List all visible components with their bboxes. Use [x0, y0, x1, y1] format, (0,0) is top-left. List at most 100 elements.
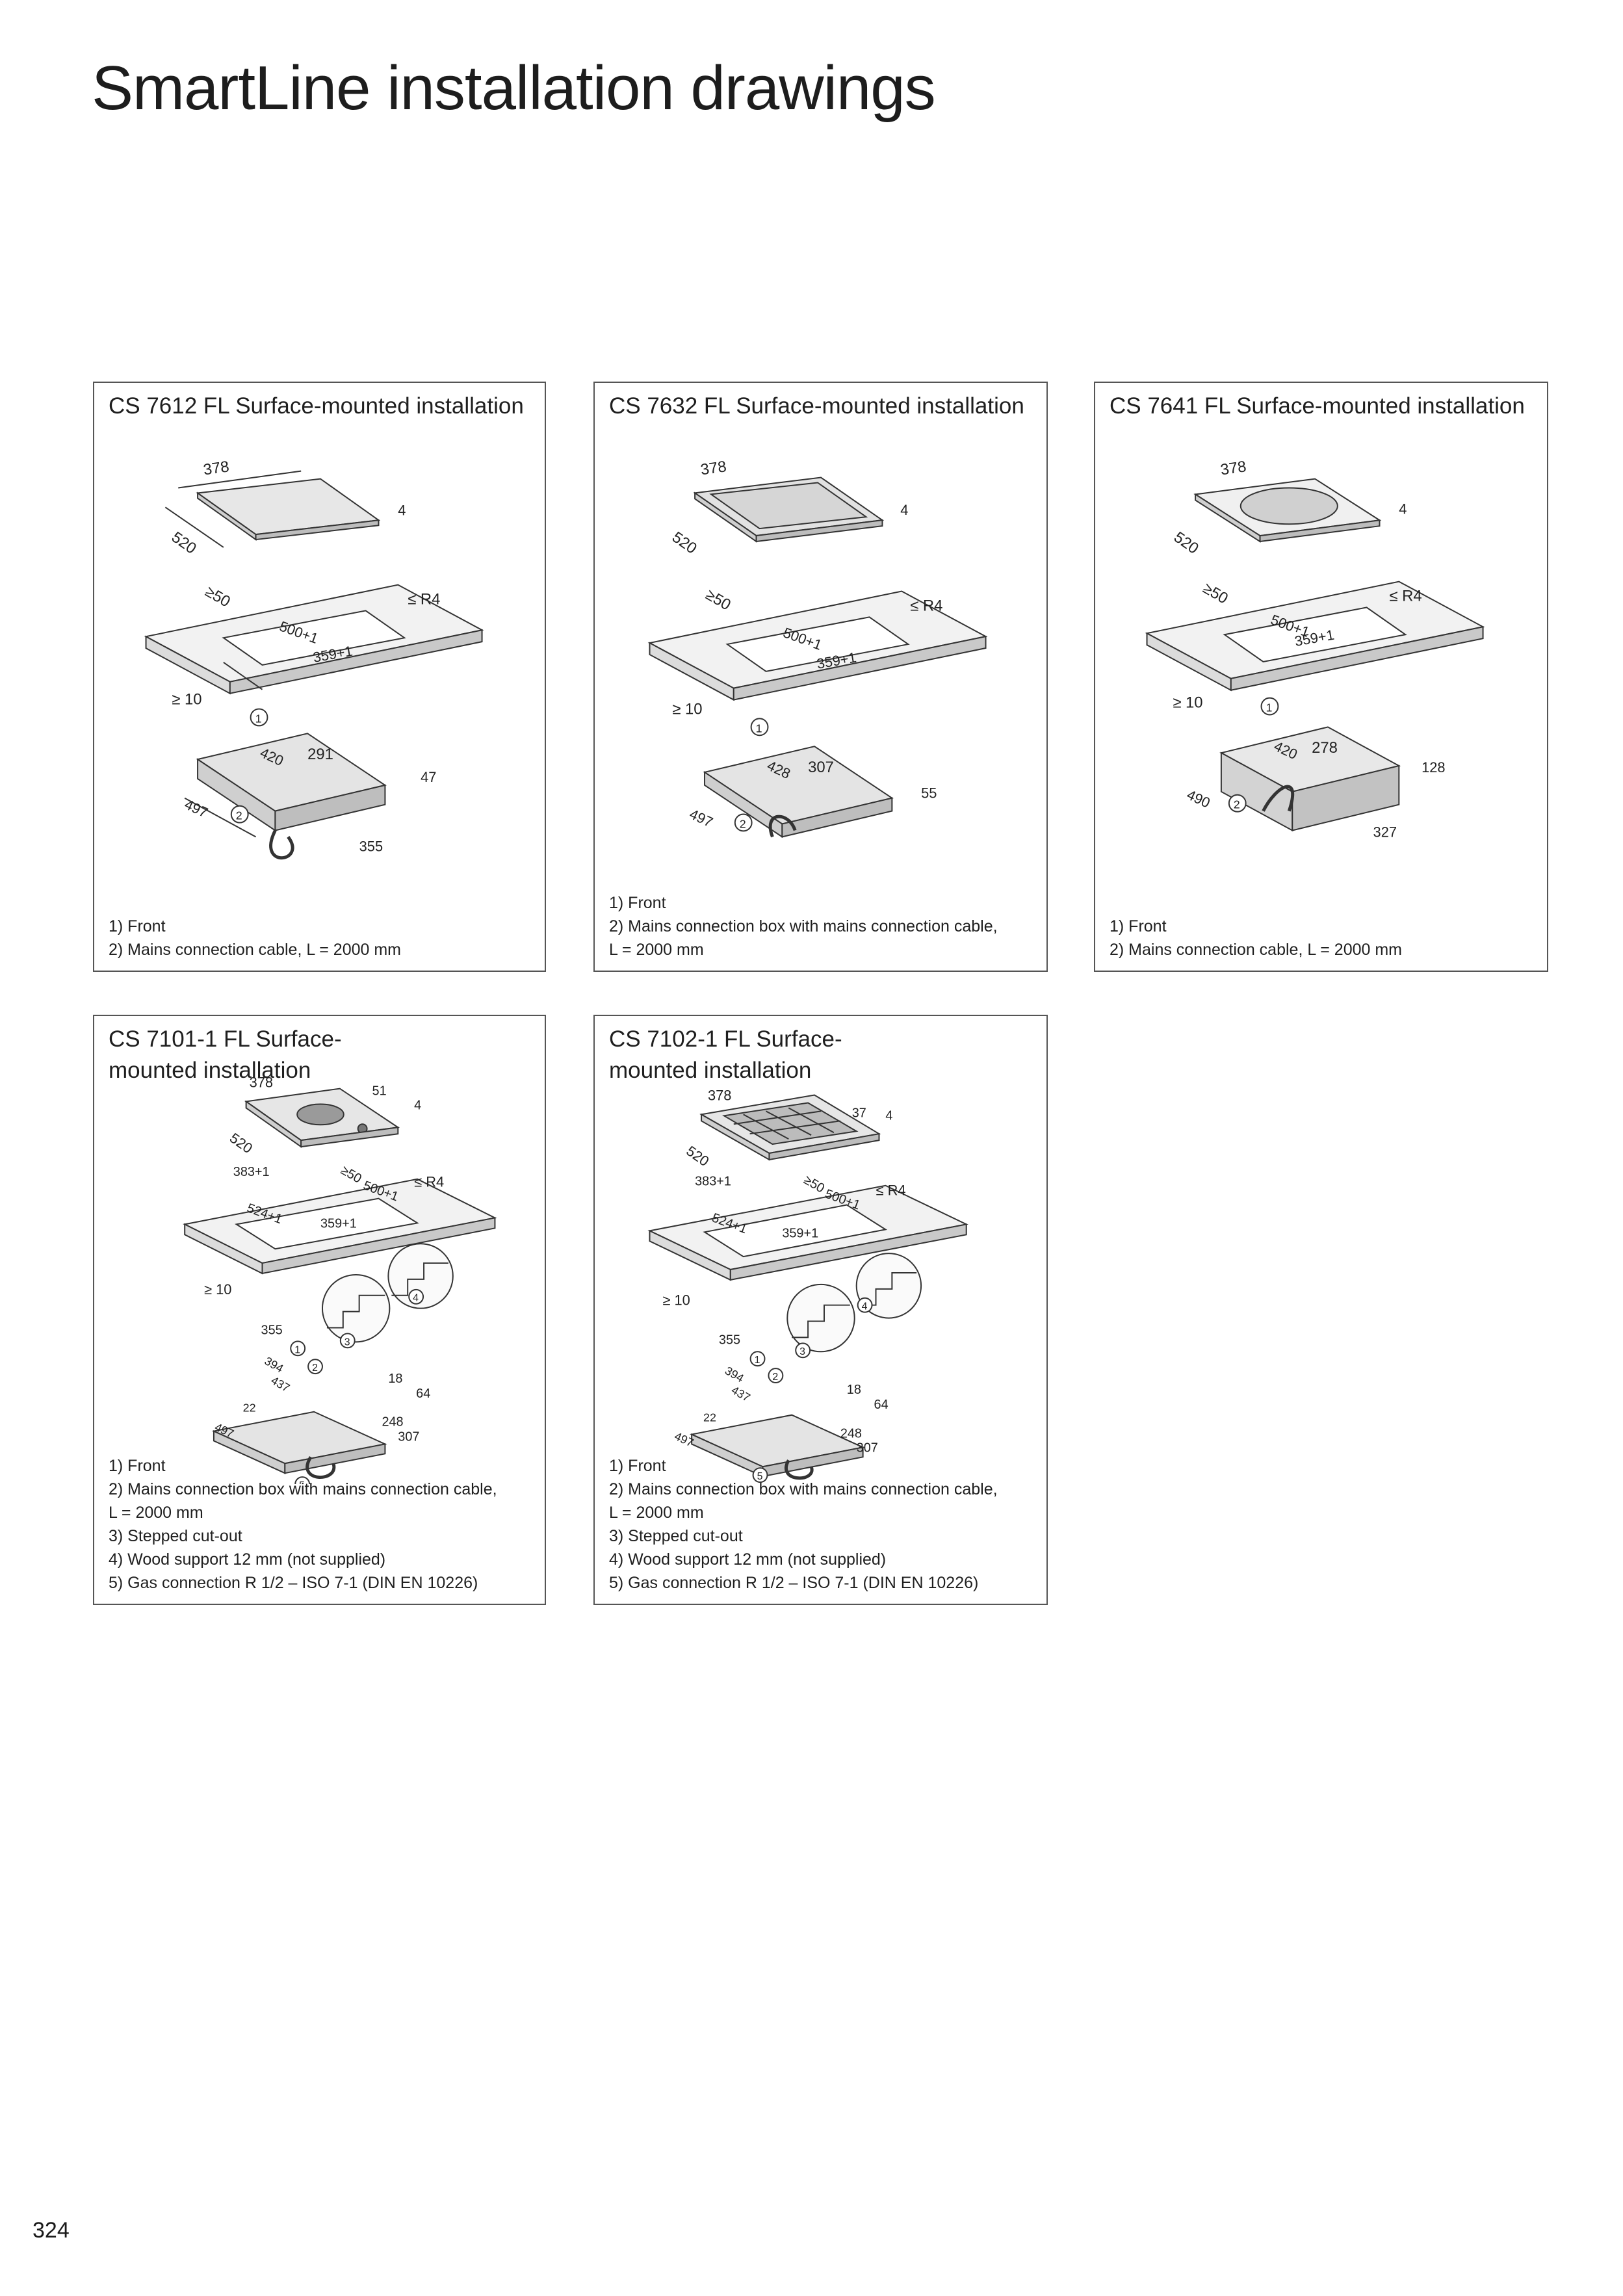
box-side — [284, 1443, 386, 1474]
worktop-side — [729, 1223, 967, 1281]
dim-line — [178, 470, 302, 489]
detail-step — [391, 1262, 448, 1296]
dim-box-a: 355 — [719, 1333, 740, 1347]
dim-box-g: 64 — [874, 1398, 889, 1412]
svg-text:1: 1 — [1266, 701, 1272, 714]
dim-box-length: 497 — [687, 805, 716, 830]
panel-title: CS 7612 FL Surface-mounted installation — [109, 393, 524, 419]
dim-box-f: 18 — [847, 1383, 861, 1397]
dim-min-distance: ≥50 — [703, 586, 734, 614]
svg-text:4: 4 — [413, 1293, 419, 1304]
worktop-side — [1230, 626, 1484, 691]
note-front: 1) Front — [609, 1457, 666, 1475]
cooking-zone — [1240, 487, 1338, 525]
svg-text:3: 3 — [344, 1337, 350, 1348]
panel-cs-7632: CS 7632 FL Surface-mounted installation … — [593, 382, 1048, 972]
dim-radius: ≤ R4 — [408, 590, 440, 608]
dim-min-distance: ≥50 — [1200, 579, 1231, 607]
panel-title: CS 7641 FL Surface-mounted installation — [1110, 393, 1525, 419]
installation-drawing: 378 520 4 ≥50 500+1 359+1 ≤ R4 ≥ 10 420 … — [1095, 448, 1547, 870]
dim-edge: ≥ 10 — [204, 1281, 231, 1298]
dim-width: 378 — [708, 1087, 731, 1103]
detail-step — [859, 1272, 917, 1306]
dim-width: 378 — [699, 458, 727, 478]
dim-box-height: 47 — [421, 769, 436, 785]
drawing-svg: 378 520 4 ≥50 500+1 359+1 ≤ R4 ≥ 10 420 … — [144, 458, 484, 860]
page-title: SmartLine installation drawings — [92, 53, 936, 123]
installation-drawing: 378 520 37 4 383+1 ≥50 500+1 ≤ R4 524+1 … — [595, 1055, 1046, 1484]
marker-1: 1 — [750, 718, 769, 737]
dim-box-height: 55 — [921, 785, 937, 802]
dim-min-distance: ≥50 — [202, 582, 233, 610]
worktop-side — [229, 629, 483, 694]
svg-text:4: 4 — [862, 1301, 868, 1312]
stepped-cutout — [703, 1204, 888, 1258]
dim-box-b: 394 — [723, 1364, 746, 1385]
note-front: 1) Front — [109, 1457, 166, 1475]
marker-2: 2 — [230, 805, 249, 824]
dim-box-length: 490 — [1184, 787, 1213, 811]
note-connection-box: 2) Mains connection box with mains conne… — [609, 1480, 998, 1498]
dim-radius: ≤ R4 — [876, 1182, 906, 1199]
dim-radius: ≤ R4 — [414, 1174, 444, 1190]
dim-edge: ≥ 10 — [672, 700, 702, 718]
cable — [305, 1456, 336, 1480]
note-cable-length: L = 2000 mm — [109, 1504, 203, 1522]
dim-box-i: 307 — [857, 1441, 878, 1455]
cable — [269, 829, 294, 860]
dim-box-depth: 291 — [307, 746, 333, 763]
panel-cs-7102-1: CS 7102-1 FL Surface-mounted installatio… — [593, 1015, 1048, 1605]
dim-height: 4 — [414, 1098, 421, 1112]
dim-box-length: 497 — [182, 796, 211, 821]
dim-cutout-depth: 359+1 — [782, 1226, 818, 1240]
marker-5: 5 — [752, 1467, 768, 1483]
detail-wood-support — [387, 1243, 454, 1309]
drawing-svg: 378 520 4 ≥50 500+1 359+1 ≤ R4 ≥ 10 420 … — [1145, 458, 1485, 840]
notes: 1) Front 2) Mains connection cable, L = … — [1110, 915, 1535, 961]
marker-4: 4 — [857, 1297, 873, 1313]
dim-box-h: 248 — [840, 1427, 862, 1441]
hob-inner-glass — [709, 482, 868, 530]
marker-3: 3 — [339, 1333, 356, 1349]
dim-depth: 520 — [227, 1130, 255, 1156]
dim-box-c: 437 — [268, 1374, 292, 1394]
installation-drawing: 378 520 4 ≥50 500+1 359+1 ≤ R4 ≥ 10 420 … — [94, 448, 545, 870]
panel-title: CS 7101-1 FL Surface-mounted installatio… — [109, 1026, 342, 1083]
note-cable: 2) Mains connection cable, L = 2000 mm — [1110, 941, 1403, 959]
dim-edge: ≥ 10 — [172, 691, 201, 709]
detail-wood-support — [855, 1253, 922, 1319]
dim-height: 4 — [398, 502, 406, 518]
svg-text:1: 1 — [756, 722, 762, 735]
marker-1: 1 — [290, 1340, 306, 1357]
dim-box-e: 497 — [673, 1429, 696, 1450]
hob-edge — [255, 519, 380, 541]
dim-box-i: 307 — [398, 1429, 419, 1444]
note-cable: 2) Mains connection cable, L = 2000 mm — [109, 941, 402, 959]
note-stepped-cutout: 3) Stepped cut-out — [609, 1527, 743, 1545]
note-gas-connection: 5) Gas connection R 1/2 – ISO 7-1 (DIN E… — [109, 1574, 478, 1592]
box-side — [1292, 764, 1400, 831]
note-front: 1) Front — [109, 917, 166, 935]
dim-cutout-a: 383+1 — [233, 1165, 270, 1179]
note-wood-support: 4) Wood support 12 mm (not supplied) — [109, 1550, 386, 1569]
svg-text:5: 5 — [299, 1480, 305, 1484]
marker-1: 1 — [250, 708, 268, 727]
dim-depth: 520 — [683, 1143, 712, 1169]
hob-edge — [755, 519, 883, 543]
dim-depth: 520 — [168, 528, 200, 558]
marker-2: 2 — [1228, 794, 1247, 813]
dim-burner-height: 37 — [852, 1106, 866, 1120]
box-side — [781, 797, 893, 838]
dim-height: 4 — [900, 502, 908, 518]
dim-box-h: 248 — [382, 1415, 403, 1429]
dim-burner-height: 51 — [372, 1084, 387, 1099]
dim-box-base: 355 — [359, 838, 383, 854]
note-front: 1) Front — [1110, 917, 1167, 935]
dim-box-c: 437 — [729, 1383, 753, 1404]
drawing-svg: 378 520 37 4 383+1 ≥50 500+1 ≤ R4 524+1 … — [647, 1087, 968, 1483]
notes: 1) Front 2) Mains connection box with ma… — [609, 1454, 1035, 1595]
dim-width: 378 — [202, 458, 230, 478]
marker-1: 1 — [1260, 697, 1279, 716]
hob-edge — [300, 1127, 399, 1148]
dim-edge: ≥ 10 — [1173, 694, 1202, 712]
